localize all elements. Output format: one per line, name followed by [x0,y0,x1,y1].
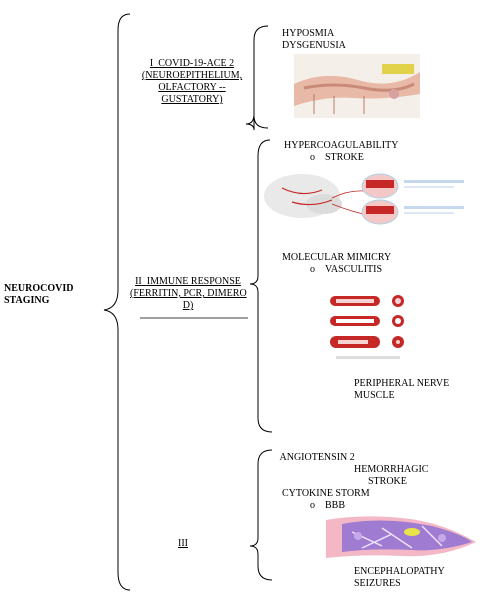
cytokine-item: CYTOKINE STORM [282,488,370,499]
angiotensin-item: ANGIOTENSIN 2 [279,452,355,463]
stage3-label: III [178,538,188,549]
stage3-nested-list: ENCEPHALOPATHY SEIZURES [344,566,445,590]
hemorrhagic-item: HEMORRHAGIC STROKE [354,464,429,487]
stage2-brace [249,139,273,433]
vasculitis-illustration [326,290,412,368]
list-item: PERIPHERAL NERVE [354,378,450,389]
main-brace [103,13,131,591]
bbb-item: o BBB [310,500,346,511]
root-title: NEUROCOVID STAGING [4,283,74,306]
brain-stroke-illustration [264,173,464,225]
list-item: SEIZURES [354,578,401,589]
bbb-illustration [326,516,476,558]
mimicry-item: MOLECULAR MIMICRY [282,252,392,263]
stage2-nested-list: PERIPHERAL NERVE MUSCLE [344,378,449,402]
vasculitis-item: o VASCULITIS [310,264,383,275]
stroke-item: o STROKE [310,152,364,163]
list-item: HYPOSMIA [282,28,335,39]
stage1-list: HYPOSMIA DYSGENUSIA [272,28,346,52]
hypercoag-item: HYPERCOAGULABILITY [284,140,399,151]
stage2-label: II IMMUNE RESPONSE (FERRITIN, PCR, DIMER… [130,276,247,311]
list-item: DYSGENUSIA [282,40,346,51]
list-item: ENCEPHALOPATHY [354,566,445,577]
list-item: MUSCLE [354,390,395,401]
stage3-brace [249,449,273,581]
stage1-brace [245,25,269,131]
olfactory-illustration [294,54,420,118]
stage1-label: I COVID-19-ACE 2 (NEUROEPITHELIUM, OLFAC… [141,58,243,105]
